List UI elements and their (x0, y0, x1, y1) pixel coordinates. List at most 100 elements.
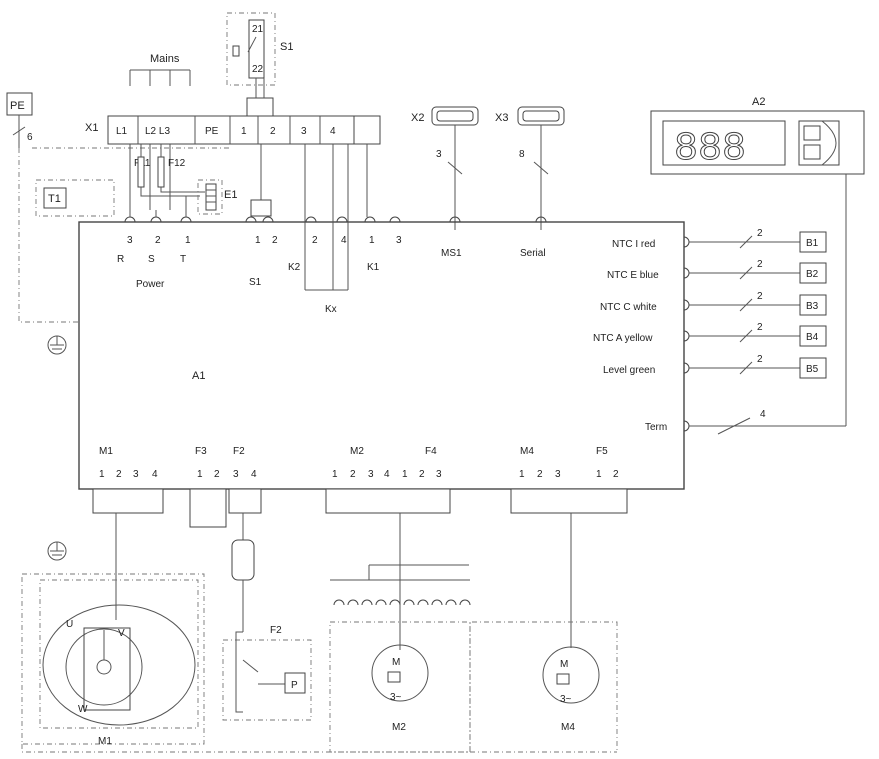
svg-text:2: 2 (757, 228, 763, 239)
svg-text:S1: S1 (280, 41, 293, 53)
svg-text:3: 3 (133, 469, 139, 480)
f2-pressure-switch: F2 P (222, 625, 312, 721)
term-line: Term 4 (645, 409, 846, 435)
svg-text:3: 3 (396, 235, 402, 246)
svg-text:2: 2 (312, 235, 318, 246)
svg-text:2: 2 (116, 469, 122, 480)
svg-text:4: 4 (760, 409, 766, 420)
svg-text:6: 6 (27, 132, 33, 143)
m1-motor: U V W M1 (21, 573, 205, 747)
svg-text:1: 1 (332, 469, 338, 480)
svg-text:888: 888 (674, 127, 746, 172)
svg-text:2: 2 (537, 469, 543, 480)
bottom-dash (21, 744, 617, 753)
svg-text:F12: F12 (168, 158, 186, 169)
svg-text:NTC C white: NTC C white (600, 302, 657, 313)
mains-label: Mains (150, 53, 180, 65)
svg-text:NTC A yellow: NTC A yellow (593, 333, 653, 344)
svg-text:E1: E1 (224, 189, 237, 201)
svg-text:3: 3 (555, 469, 561, 480)
svg-text:2: 2 (350, 469, 356, 480)
svg-text:3: 3 (368, 469, 374, 480)
svg-text:M2: M2 (392, 722, 406, 733)
svg-text:4: 4 (251, 469, 257, 480)
svg-text:F3: F3 (195, 446, 207, 457)
svg-text:V: V (118, 628, 125, 639)
svg-text:L2 L3: L2 L3 (145, 126, 170, 137)
svg-text:F4: F4 (425, 446, 437, 457)
svg-text:1: 1 (185, 235, 191, 246)
svg-text:B2: B2 (806, 269, 819, 280)
svg-text:2: 2 (155, 235, 161, 246)
svg-text:PE: PE (205, 126, 219, 137)
svg-text:F5: F5 (596, 446, 608, 457)
svg-text:T: T (180, 254, 186, 265)
svg-text:1: 1 (369, 235, 375, 246)
e1-component: E1 (197, 179, 237, 215)
svg-text:X3: X3 (495, 112, 508, 124)
svg-text:3~: 3~ (560, 694, 572, 705)
svg-text:M1: M1 (98, 736, 112, 747)
bottom-connector-labels: M1 F3 F2 M2 F4 M4 F5 (99, 446, 608, 457)
svg-text:1: 1 (99, 469, 105, 480)
svg-text:1: 1 (255, 235, 261, 246)
svg-text:M: M (560, 659, 568, 670)
sensor-b3: NTC C white 2 B3 (600, 291, 827, 316)
svg-text:1: 1 (241, 126, 247, 137)
svg-text:T1: T1 (48, 193, 61, 205)
svg-text:M4: M4 (520, 446, 534, 457)
ms1-label: MS1 (441, 248, 462, 259)
ground-dash (18, 148, 79, 323)
power-pins: 3 2 1 R S T Power (117, 235, 191, 290)
svg-text:2: 2 (757, 291, 763, 302)
t1-transformer: T1 (35, 179, 115, 217)
svg-text:K2: K2 (288, 262, 301, 273)
svg-text:2: 2 (757, 322, 763, 333)
svg-text:3: 3 (436, 469, 442, 480)
serial-label: Serial (520, 248, 546, 259)
svg-text:M2: M2 (350, 446, 364, 457)
svg-text:1: 1 (402, 469, 408, 480)
svg-text:B5: B5 (806, 364, 819, 375)
ground-symbol-2 (47, 541, 67, 561)
a1-board (78, 221, 685, 490)
svg-text:2: 2 (757, 259, 763, 270)
svg-text:21: 21 (252, 24, 264, 35)
svg-text:U: U (66, 619, 73, 630)
svg-text:8: 8 (519, 149, 525, 160)
svg-text:3: 3 (233, 469, 239, 480)
svg-text:4: 4 (341, 235, 347, 246)
svg-text:M: M (392, 657, 400, 668)
svg-text:3: 3 (127, 235, 133, 246)
sensor-b2: NTC E blue 2 B2 (607, 259, 827, 284)
m4-motor: M 3~ M4 (469, 621, 618, 752)
svg-text:P: P (291, 680, 298, 691)
svg-text:2: 2 (613, 469, 619, 480)
svg-text:2: 2 (419, 469, 425, 480)
svg-text:PE: PE (10, 100, 25, 112)
svg-text:Power: Power (136, 279, 165, 290)
sensor-b1: NTC I red 2 B1 (612, 228, 827, 253)
bottom-pins: 1 2 3 4 1 2 3 4 1 2 3 4 1 2 3 1 2 3 1 2 (99, 469, 619, 480)
mains-leads (129, 69, 191, 86)
svg-text:1: 1 (197, 469, 203, 480)
svg-text:3~: 3~ (390, 692, 402, 703)
svg-text:NTC E blue: NTC E blue (607, 270, 659, 281)
svg-text:4: 4 (384, 469, 390, 480)
svg-text:K1: K1 (367, 262, 380, 273)
sensor-b4: NTC A yellow 2 B4 (593, 322, 827, 347)
svg-text:Kx: Kx (325, 304, 337, 315)
sensor-b5: Level green 2 B5 (603, 354, 827, 379)
x1-terminal-strip: L1 L2 L3 PE 1 2 3 4 5 (107, 115, 381, 145)
svg-text:F2: F2 (270, 625, 282, 636)
svg-text:S1: S1 (249, 277, 262, 288)
fuses-f11-f12: F11 F12 (129, 144, 205, 210)
svg-text:2: 2 (272, 235, 278, 246)
svg-text:4: 4 (152, 469, 158, 480)
svg-text:B1: B1 (806, 238, 819, 249)
svg-text:22: 22 (252, 64, 264, 75)
svg-text:R: R (117, 254, 124, 265)
svg-text:S: S (148, 254, 155, 265)
svg-text:4: 4 (330, 126, 336, 137)
a2-display: A2 888 (650, 96, 865, 426)
